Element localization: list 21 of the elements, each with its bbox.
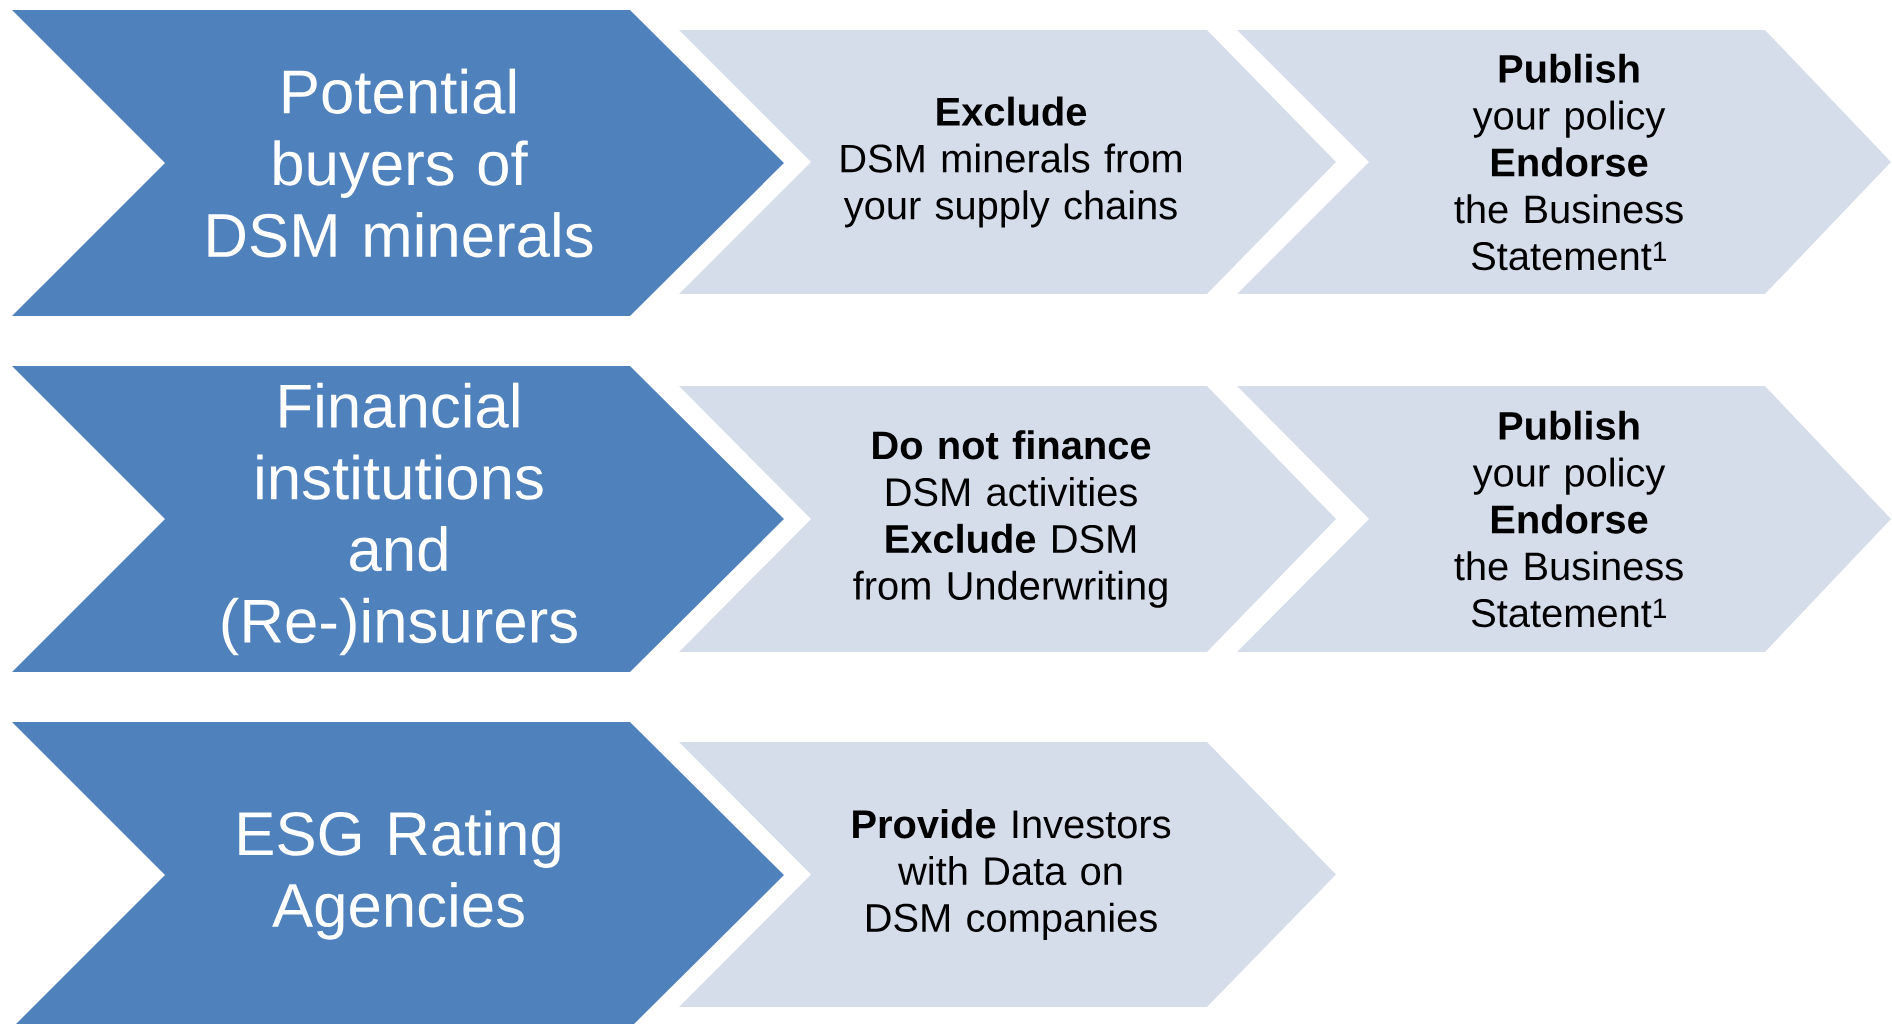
- node-label: Publish: [1499, 410, 1639, 440]
- chevron-box: Potential buyers of DSM minerals: [12, 10, 784, 316]
- chevron-box: ESG Rating Agencies: [12, 722, 784, 1024]
- node-label: your policy: [1472, 100, 1666, 138]
- node-label: Publish: [1499, 53, 1639, 83]
- node-label: Do not finance: [873, 430, 1151, 460]
- node-label: the Business Statement$^{1}$: [1454, 194, 1683, 271]
- node-label: your policy: [1472, 457, 1666, 495]
- chevron-box: Financial institutions and (Re-)insurers: [12, 366, 784, 672]
- chevron-box: Exclude DSM minerals from your supply chains: [679, 30, 1336, 294]
- chevron-box: Publish your policy Endorse the Business Statement$^{1}$: [1237, 386, 1891, 652]
- node-label: the Business Statement$^{1}$: [1454, 551, 1683, 628]
- node-label: DSM activities: [886, 477, 1137, 507]
- node-label: Exclude DSM from Underwriting: [853, 523, 1167, 608]
- chevron-box: Do not finance DSM activities Exclude DSM from Underwriting: [679, 386, 1336, 652]
- node-label: Endorse: [1491, 147, 1648, 177]
- node-label: Endorse: [1491, 504, 1648, 534]
- chevron-box: Provide Investors with Data on DSM companies: [679, 742, 1336, 1007]
- chevron-box: Publish your policy Endorse the Business Statement$^{1}$: [1237, 30, 1891, 294]
- node-label: Exclude: [937, 96, 1087, 126]
- node-label: DSM minerals from your supply chains: [841, 143, 1182, 228]
